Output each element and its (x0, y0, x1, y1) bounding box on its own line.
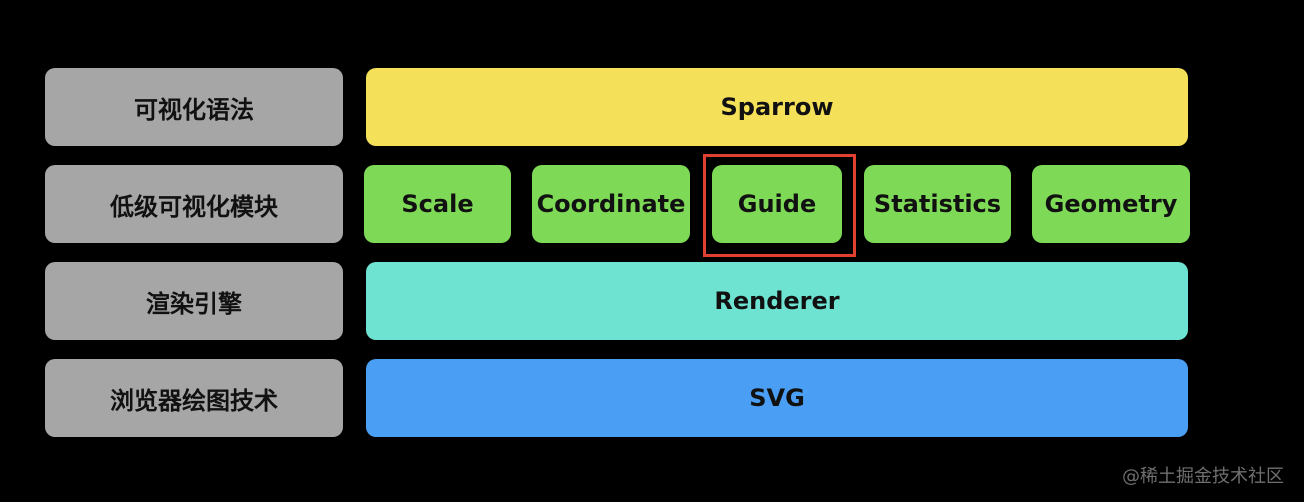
layer-label-grammar: 可视化语法 (45, 68, 343, 146)
guide-highlight-frame (703, 154, 856, 257)
layer-label-modules: 低级可视化模块 (45, 165, 343, 243)
module-geometry: Geometry (1032, 165, 1190, 243)
renderer-box: Renderer (366, 262, 1188, 340)
module-coordinate: Coordinate (532, 165, 690, 243)
module-statistics: Statistics (864, 165, 1011, 243)
svg-box: SVG (366, 359, 1188, 437)
module-scale: Scale (364, 165, 511, 243)
sparrow-box: Sparrow (366, 68, 1188, 146)
layer-label-render: 渲染引擎 (45, 262, 343, 340)
layer-label-browser: 浏览器绘图技术 (45, 359, 343, 437)
module-guide: Guide (712, 165, 842, 243)
watermark: @稀土掘金技术社区 (1122, 466, 1284, 487)
